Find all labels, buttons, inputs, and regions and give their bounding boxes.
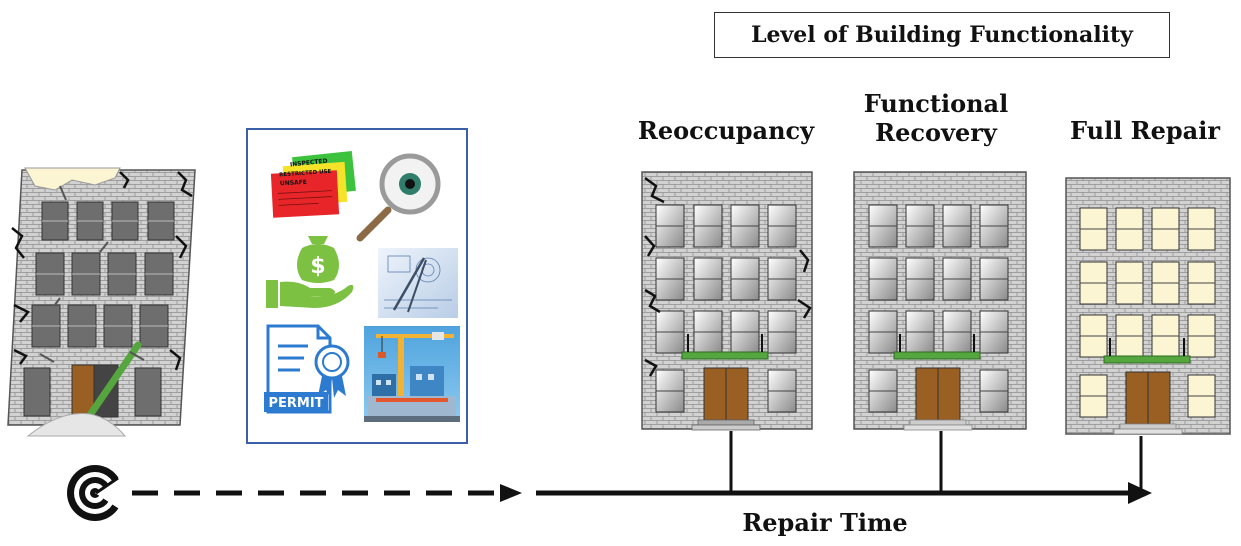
- tag-restricted-text: RESTRICTED USE: [279, 169, 332, 179]
- money-hand-icon: $: [266, 236, 354, 308]
- axis-label-repair-time: Repair Time: [742, 508, 908, 537]
- impeding-factors-panel: INSPECTED RESTRICTED USE UNSAFE $: [246, 128, 468, 444]
- money-symbol: $: [310, 254, 325, 279]
- tag-unsafe-text: UNSAFE: [280, 179, 307, 187]
- hazard-target-icon: [67, 465, 130, 521]
- stage-label-functional-line1: Functional: [863, 89, 1009, 118]
- permit-label: PERMIT: [268, 396, 323, 411]
- impeding-factors-icons: INSPECTED RESTRICTED USE UNSAFE $: [264, 150, 460, 422]
- inspection-tags-icon: INSPECTED RESTRICTED USE UNSAFE: [270, 150, 356, 218]
- functional-recovery-building: [853, 171, 1027, 431]
- stage-label-functional-recovery: Functional Recovery: [836, 89, 1036, 148]
- full-repair-building: [1065, 177, 1231, 435]
- permit-certificate-icon: PERMIT: [264, 324, 350, 414]
- timeline-dashed-segment: [132, 484, 522, 502]
- reoccupancy-building: [641, 171, 813, 431]
- construction-crane-icon: [364, 326, 460, 422]
- stage-label-full-repair: Full Repair: [1070, 116, 1220, 145]
- stage-label-reoccupancy: Reoccupancy: [637, 116, 815, 145]
- timeline-markers: [729, 431, 1143, 493]
- magnifier-icon: [356, 153, 441, 242]
- blueprint-icon: [378, 248, 458, 318]
- timeline-solid-axis: [536, 482, 1152, 504]
- tag-inspected-text: INSPECTED: [290, 158, 328, 169]
- stage-label-functional-line2: Recovery: [875, 117, 997, 147]
- functionality-title: Level of Building Functionality: [751, 22, 1133, 48]
- functionality-title-box: Level of Building Functionality: [714, 12, 1170, 58]
- damaged-building: [7, 167, 196, 437]
